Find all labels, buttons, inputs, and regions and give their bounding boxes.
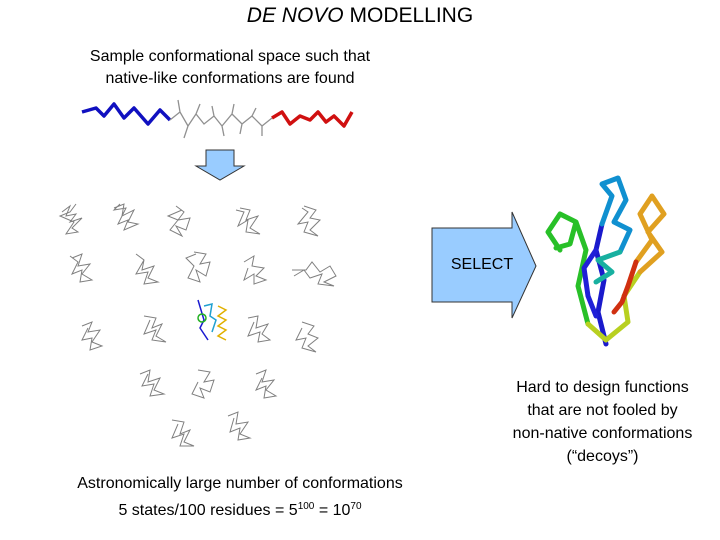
astro-exponent-1: 100 [298, 501, 315, 512]
native-structure [548, 178, 664, 344]
extended-chain-red-segment [272, 112, 352, 126]
decoy-conformation [168, 206, 190, 236]
select-label: SELECT [436, 256, 528, 274]
decoy-conformation [136, 254, 158, 284]
hard-note-line-1: Hard to design functions [470, 376, 720, 399]
decoy-conformation [296, 322, 318, 352]
native-strand-orange [636, 196, 664, 272]
astro-line-2: 5 states/100 residues = 5100 = 1070 [40, 495, 440, 522]
hard-note-line-4: (“decoys”) [470, 445, 720, 468]
decoy-conformation [140, 370, 164, 396]
decoy-conformation [172, 420, 194, 446]
decoy-conformation [228, 412, 250, 440]
decoy-conformation [144, 316, 166, 342]
hard-note-line-2: that are not fooled by [470, 399, 720, 422]
astro-line-2-mid: = 10 [314, 502, 350, 519]
decoy-conformation [248, 316, 270, 342]
decoy-conformation [60, 204, 82, 234]
extended-chain-gray-segment [170, 100, 272, 138]
native-loop-cyan [602, 178, 630, 252]
hard-to-design-note: Hard to design functions that are not fo… [470, 376, 720, 468]
native-like-decoy [198, 300, 226, 340]
extended-chain [82, 100, 352, 138]
decoy-conformation [70, 254, 92, 282]
astronomical-note: Astronomically large number of conformat… [40, 472, 440, 522]
decoy-conformation [256, 370, 276, 398]
astro-exponent-2: 70 [350, 501, 361, 512]
decoy-conformation [236, 208, 260, 234]
astro-line-2-prefix: 5 states/100 residues = 5 [118, 502, 297, 519]
down-arrow [196, 150, 244, 180]
decoy-conformation [82, 322, 102, 350]
decoy-conformation [192, 370, 214, 398]
decoy-conformation [186, 252, 210, 282]
decoy-conformation [298, 206, 320, 236]
astro-line-1: Astronomically large number of conformat… [40, 472, 440, 495]
extended-chain-blue-segment [82, 104, 170, 124]
decoy-conformation [292, 262, 336, 286]
decoy-conformation [244, 256, 266, 284]
decoy-conformation [114, 204, 138, 230]
decoy-ensemble [60, 204, 336, 446]
hard-note-line-3: non-native conformations [470, 422, 720, 445]
